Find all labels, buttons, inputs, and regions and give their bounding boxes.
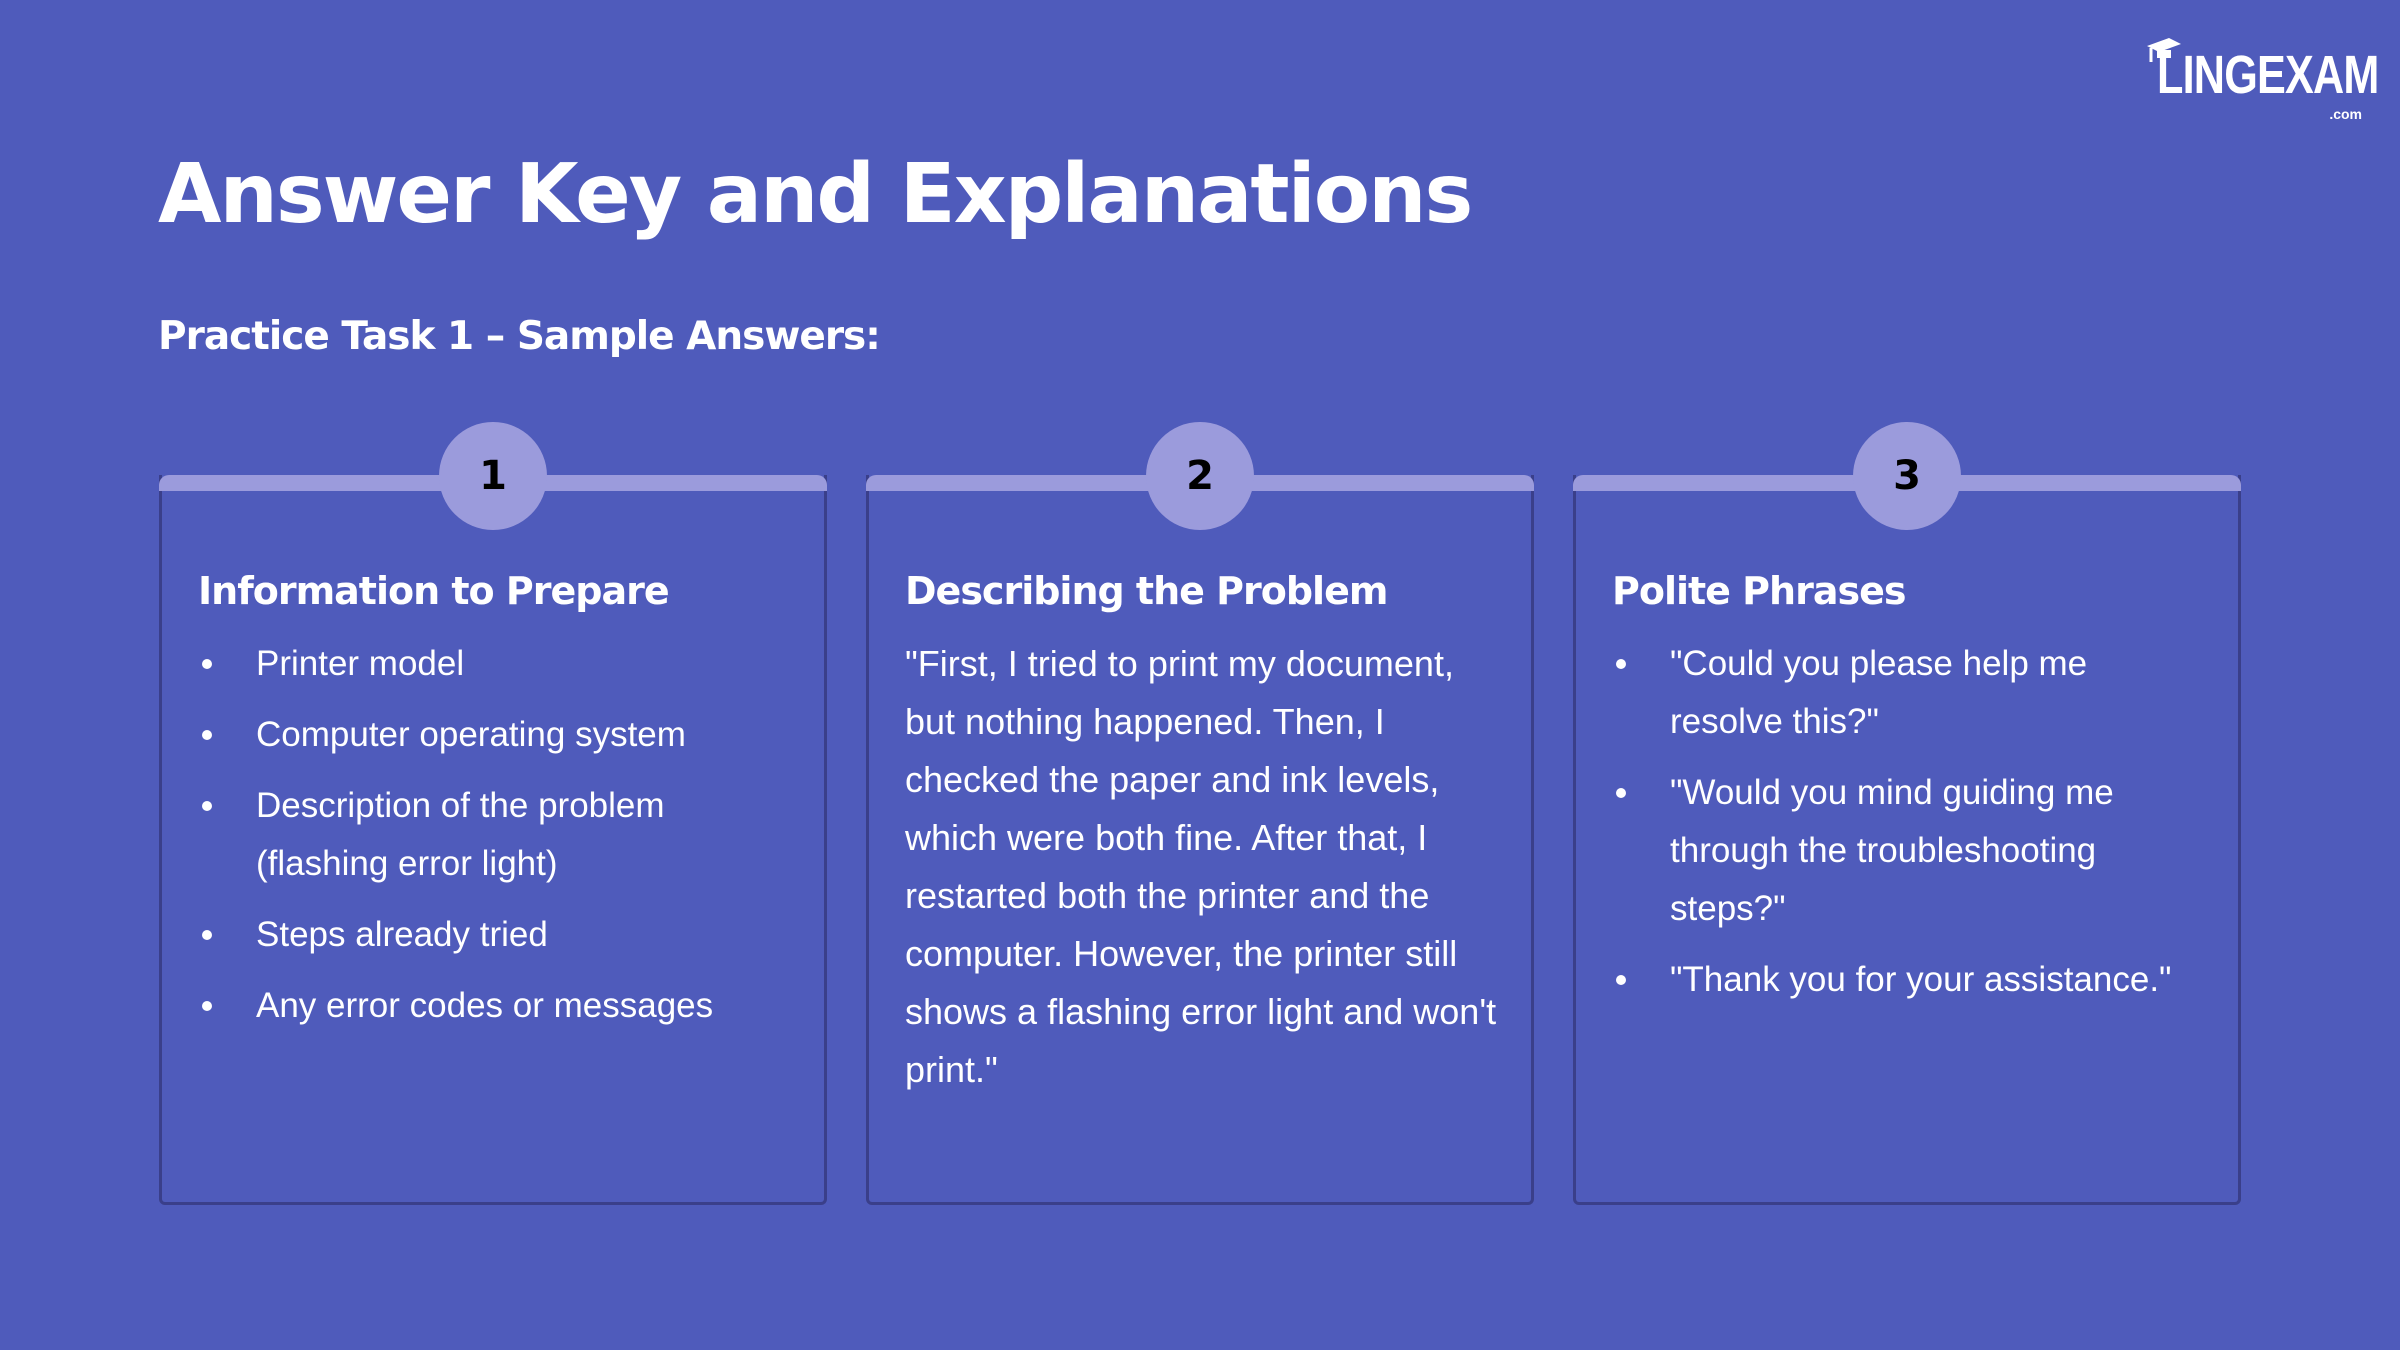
sample-paragraph: "First, I tried to print my document, bu… (905, 643, 1497, 1090)
lingexam-logo: LINGEXAM .com (2145, 36, 2379, 122)
page-title: Answer Key and Explanations (158, 147, 1473, 242)
logo-text: LINGEXAM (2157, 45, 2379, 105)
card-describing-the-problem: 2 Describing the Problem "First, I tried… (866, 422, 1534, 1205)
list-item: Steps already tried (198, 906, 794, 964)
list-item: Any error codes or messages (198, 977, 794, 1035)
card-heading: Polite Phrases (1612, 569, 1906, 613)
card-heading: Describing the Problem (905, 569, 1388, 613)
card-information-to-prepare: 1 Information to Prepare Printer model C… (159, 422, 827, 1205)
list-item: Printer model (198, 635, 794, 693)
bullet-list: "Could you please help me resolve this?"… (1612, 635, 2208, 1022)
section-subtitle: Practice Task 1 – Sample Answers: (158, 314, 881, 359)
step-number-badge: 2 (1146, 422, 1254, 530)
list-item: Computer operating system (198, 706, 794, 764)
graduation-cap-icon (2147, 38, 2181, 62)
step-number-badge: 1 (439, 422, 547, 530)
list-item: Description of the problem (flashing err… (198, 777, 794, 893)
card-heading: Information to Prepare (198, 569, 670, 613)
list-item: "Would you mind guiding me through the t… (1612, 764, 2208, 938)
logo-suffix: .com (2329, 106, 2362, 122)
bullet-list: Printer model Computer operating system … (198, 635, 794, 1048)
step-number-badge: 3 (1853, 422, 1961, 530)
list-item: "Thank you for your assistance." (1612, 951, 2208, 1009)
card-polite-phrases: 3 Polite Phrases "Could you please help … (1573, 422, 2241, 1205)
list-item: "Could you please help me resolve this?" (1612, 635, 2208, 751)
